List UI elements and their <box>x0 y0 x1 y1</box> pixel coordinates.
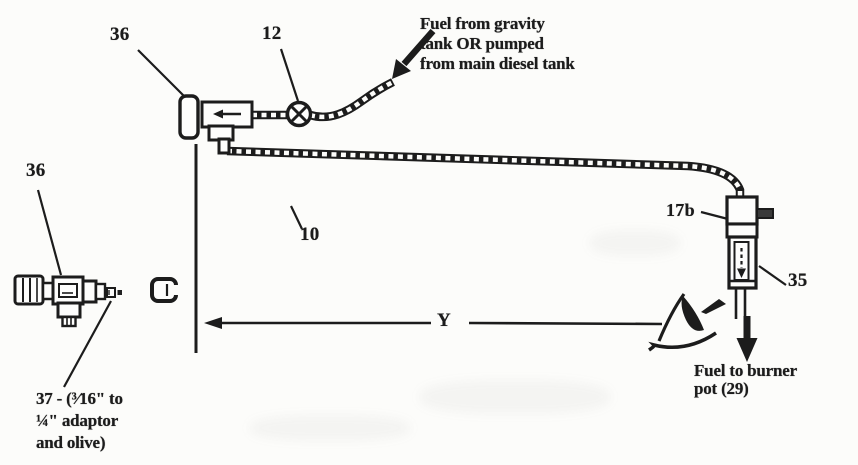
label-part36-top: 36 <box>110 24 130 45</box>
olive <box>117 290 122 295</box>
bottom-stub <box>56 301 82 319</box>
note-line: Fuel to burner <box>694 361 797 380</box>
leader-lines <box>36 48 787 388</box>
fuel-hose-main <box>226 146 745 198</box>
leader-17b <box>700 210 729 221</box>
label-part35: 35 <box>788 270 808 291</box>
sight-arrow-icon <box>701 299 726 314</box>
note-line: and olive) <box>36 433 106 452</box>
fuel-outlet-arrow-icon <box>736 316 758 362</box>
fuel-hose-inlet <box>308 78 395 122</box>
label-part17b: 17b <box>666 200 695 220</box>
note-line: from main diesel tank <box>420 54 575 73</box>
leader-12 <box>279 48 300 102</box>
olive-fitting <box>106 287 116 298</box>
note-line: ¼" adaptor <box>36 411 119 430</box>
leader-36-left <box>36 189 63 276</box>
note-fuel-to-burner: Fuel to burner pot (29) <box>694 362 797 398</box>
label-part36-left: 36 <box>26 160 46 181</box>
scan-noise <box>250 415 410 441</box>
filter-assembly-17b-35 <box>725 195 774 319</box>
note-line: tank OR pumped <box>420 34 544 53</box>
scan-noise <box>420 380 610 414</box>
note-line: Fuel from gravity <box>420 14 545 33</box>
leader-35 <box>758 265 787 286</box>
leader-36-top <box>137 49 187 99</box>
side-stub <box>756 208 774 219</box>
valve-12-icon <box>285 100 313 128</box>
tee-fitting-36 <box>178 94 254 155</box>
leader-37 <box>63 300 112 388</box>
sight-eye-icon <box>648 293 726 352</box>
note-line: pot (29) <box>694 379 749 398</box>
label-dimension-y: Y <box>437 310 452 331</box>
flow-left-arrow-icon <box>213 109 241 119</box>
fuel-inlet-arrow-icon <box>392 28 436 79</box>
note-line: 37 - (³⁄16" to <box>36 389 123 408</box>
leader-10 <box>290 205 303 230</box>
adaptor-assembly-36-37 <box>13 274 122 328</box>
label-part12: 12 <box>262 23 282 44</box>
dimension-line-y <box>204 317 663 329</box>
label-part10: 10 <box>300 224 320 245</box>
bracket-clip <box>150 277 178 303</box>
note-fuel-source: Fuel from gravity tank OR pumped from ma… <box>420 14 575 74</box>
note-part37-adaptor: 37 - (³⁄16" to ¼" adaptor and olive) <box>36 388 123 454</box>
internal-flow-arrow-icon <box>737 248 746 278</box>
scan-noise <box>590 230 680 256</box>
